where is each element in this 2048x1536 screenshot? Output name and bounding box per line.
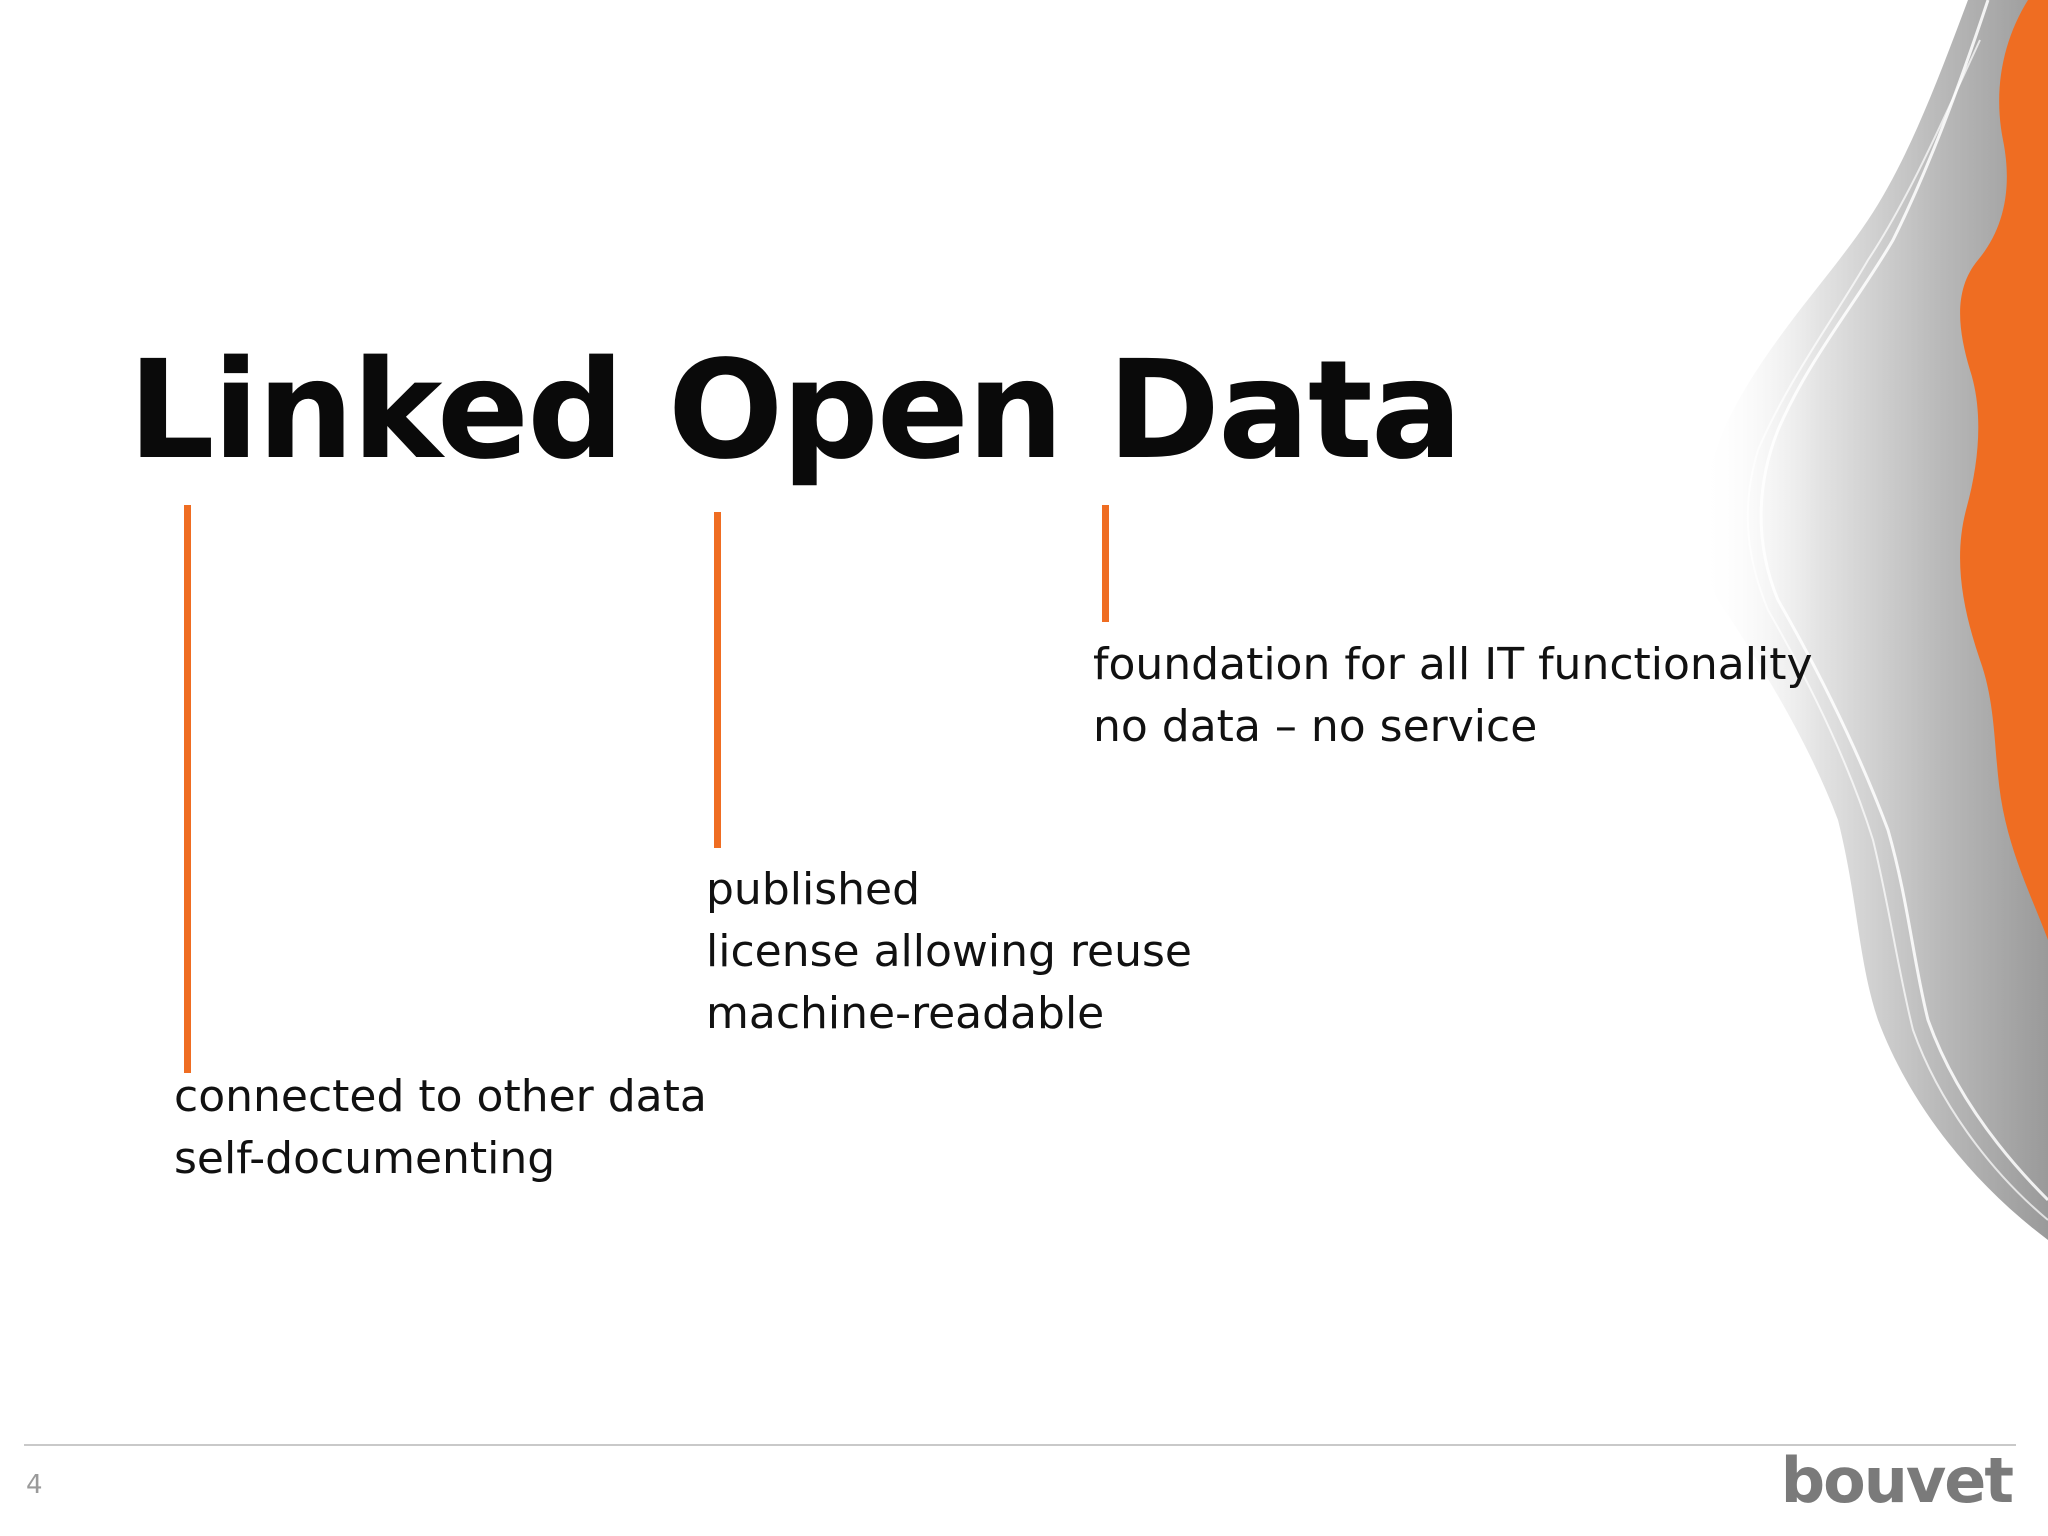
- data-group: foundation for all IT functionality no d…: [1093, 634, 1813, 758]
- slide-title: Linked Open Data: [128, 332, 1463, 490]
- group-line: machine-readable: [706, 988, 1105, 1039]
- bouvet-logo: bouvet: [1780, 1444, 2014, 1517]
- linked-group: connected to other data self-documenting: [174, 1066, 707, 1190]
- group-line: no data – no service: [1093, 701, 1538, 752]
- open-group: published license allowing reuse machine…: [706, 859, 1192, 1045]
- orange-marker-line-1: [184, 505, 191, 1073]
- group-line: foundation for all IT functionality: [1093, 639, 1813, 690]
- page-number: 4: [26, 1470, 43, 1500]
- orange-marker-line-3: [1102, 505, 1109, 622]
- orange-grey-torn-paper-graphic: [1699, 0, 2048, 1240]
- group-line: self-documenting: [174, 1133, 556, 1184]
- orange-marker-line-2: [714, 512, 721, 848]
- group-line: connected to other data: [174, 1071, 707, 1122]
- group-line: published: [706, 864, 921, 915]
- group-line: license allowing reuse: [706, 926, 1192, 977]
- footer-divider: [24, 1444, 2016, 1446]
